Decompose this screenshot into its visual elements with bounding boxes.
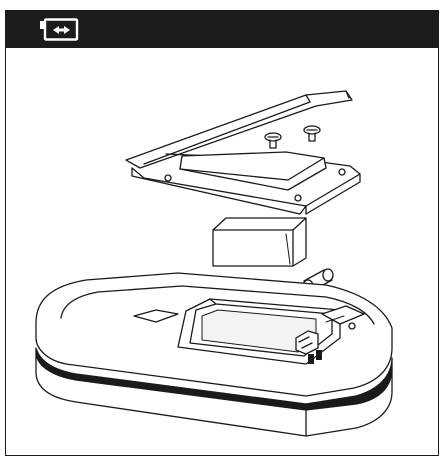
meter-body (35, 272, 393, 437)
cover-screws (264, 125, 321, 149)
instruction-panel (5, 10, 439, 456)
battery-replacement-illustration (35, 90, 393, 437)
header-bar (6, 11, 438, 48)
battery-replace-icon (40, 18, 79, 41)
battery (212, 217, 307, 267)
battery-cover (125, 90, 361, 215)
